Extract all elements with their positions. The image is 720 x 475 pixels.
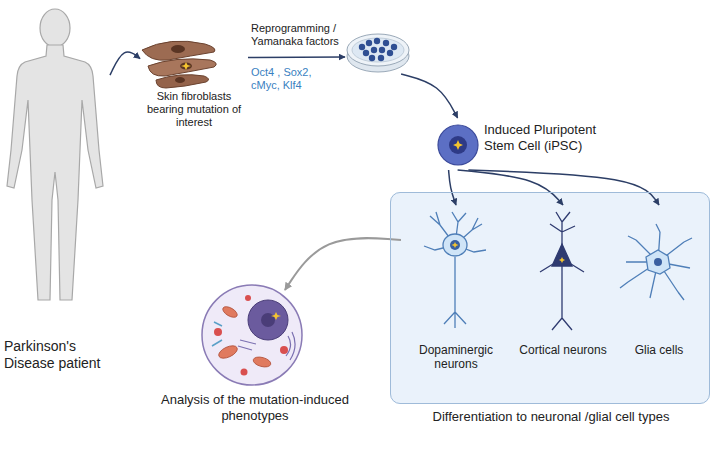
analysis-cell [221,305,239,320]
fibroblast-cells [171,45,185,53]
dopaminergic-neuron [444,257,466,328]
text-slot: Glia cells [613,343,705,357]
petri-dish [374,38,380,44]
cortical-neuron [540,212,584,330]
patient-figure-node: Parkinson's Disease patient [4,0,110,395]
fibroblast-cells [142,41,215,60]
petri-dish [391,44,397,50]
dopaminergic-neuron [452,242,459,248]
petri-dish [371,47,377,53]
panel-ground [390,192,710,404]
node-label: Induced Pluripotent Stem Cell (iPSC) [484,122,616,153]
petri-dish [378,55,384,61]
node-label: Analysis of the mutation-induced phenoty… [140,392,370,423]
fibroblast-cells [142,41,216,88]
fibroblast-cells [156,75,209,88]
text-slot: Induced Pluripotent Stem Cell (iPSC) [484,122,616,153]
text-slot: Analysis of the mutation-induced phenoty… [140,392,370,423]
cortical-neuron [550,212,575,248]
analysis-cell [271,312,281,320]
flow-arrow [401,74,458,118]
flow-arrow [285,238,401,290]
node-label: Parkinson's Disease patient [4,338,110,372]
dopaminergic-neuron [443,234,467,256]
fibroblast-cells [148,59,216,76]
analysis-cell [212,322,222,346]
flow-arrow [458,170,563,205]
fibroblast-node: Skin fibroblasts bearing mutation of int… [140,30,248,132]
petri-dish [347,34,409,72]
text-slot: Parkinson's Disease patient [4,338,110,372]
ipsc-cell [449,136,467,154]
analysis-cell [280,346,288,354]
cortical-neuron [552,244,572,266]
differentiation-panel: Dopaminergic neurons Cortical neurons Glia… [390,192,710,404]
text-slot: Oct4 , Sox2, cMyc, Klf4 [251,66,343,92]
patient-figure [7,45,103,300]
analysis-cell [248,300,288,340]
petri-dish [387,50,393,56]
glia-cell [646,250,670,274]
petri-dish [359,44,365,50]
fibroblast-cells [181,62,191,70]
petri-dish [352,38,404,62]
petri-dish [379,47,385,53]
analysis-cell [214,328,222,336]
analysis-cell [252,355,272,368]
glia-node: Glia cells [613,205,705,380]
analysis-cell [202,285,302,385]
flow-arrow [468,170,659,205]
analysis-node: Analysis of the mutation-induced phenoty… [140,290,370,440]
analysis-cell [241,369,248,376]
flow-arrow [248,56,345,58]
text-slot: Dopaminergic neurons [401,343,511,372]
ipsc-cell [453,140,463,150]
dopaminergic-neuron [424,212,486,328]
petri-dish [366,40,372,46]
dopaminergic-neuron [450,240,460,250]
analysis-cell [217,343,239,361]
cortical-neuron [540,264,584,330]
flow-arrow [110,52,140,75]
cortical-neuron [559,257,565,263]
analysis-cell [261,313,275,327]
ipsc-cell [438,125,478,165]
dopaminergic-node: Dopaminergic neurons [401,205,511,380]
petri-dish [369,55,375,61]
node-label: Cortical neurons [519,343,607,357]
text-slot: Reprogramming / Yamanaka factors [251,22,343,48]
flow-arrow [449,170,456,205]
fibroblast-cells [180,63,192,70]
patient-figure [40,9,70,47]
node-label: Dopaminergic neurons [401,343,511,372]
glia-cell [620,224,692,300]
cortical-node: Cortical neurons [519,205,607,380]
node-label: Differentiation to neuronal /glial cell … [391,409,711,425]
patient-figure [7,9,103,300]
petri-dish [363,50,369,56]
text-slot: Skin fibroblasts bearing mutation of int… [140,90,248,130]
petri-dish [383,40,389,46]
glia-cell [620,224,692,300]
node-label: Skin fibroblasts bearing mutation of int… [140,90,248,130]
node-label: Oct4 , Sox2, cMyc, Klf4 [251,66,343,92]
ipsc-cell [438,125,478,165]
panel-ground [390,192,710,404]
glia-cell [654,258,662,266]
dopaminergic-neuron [424,212,486,252]
node-label: Glia cells [613,343,705,357]
text-slot: Differentiation to neuronal /glial cell … [391,409,711,425]
glia-cell [626,232,690,298]
ipsc-node: Induced Pluripotent Stem Cell (iPSC) [436,118,616,170]
node-label: Reprogramming / Yamanaka factors [251,22,343,48]
petri-dish [347,34,409,66]
petri-dish-node: Reprogramming / Yamanaka factorsOct4 , S… [345,28,411,74]
analysis-cell [245,295,251,301]
text-slot: Cortical neurons [519,343,607,357]
analysis-cell [238,332,295,360]
analysis-cell [202,285,302,385]
fibroblast-cells [175,77,185,83]
